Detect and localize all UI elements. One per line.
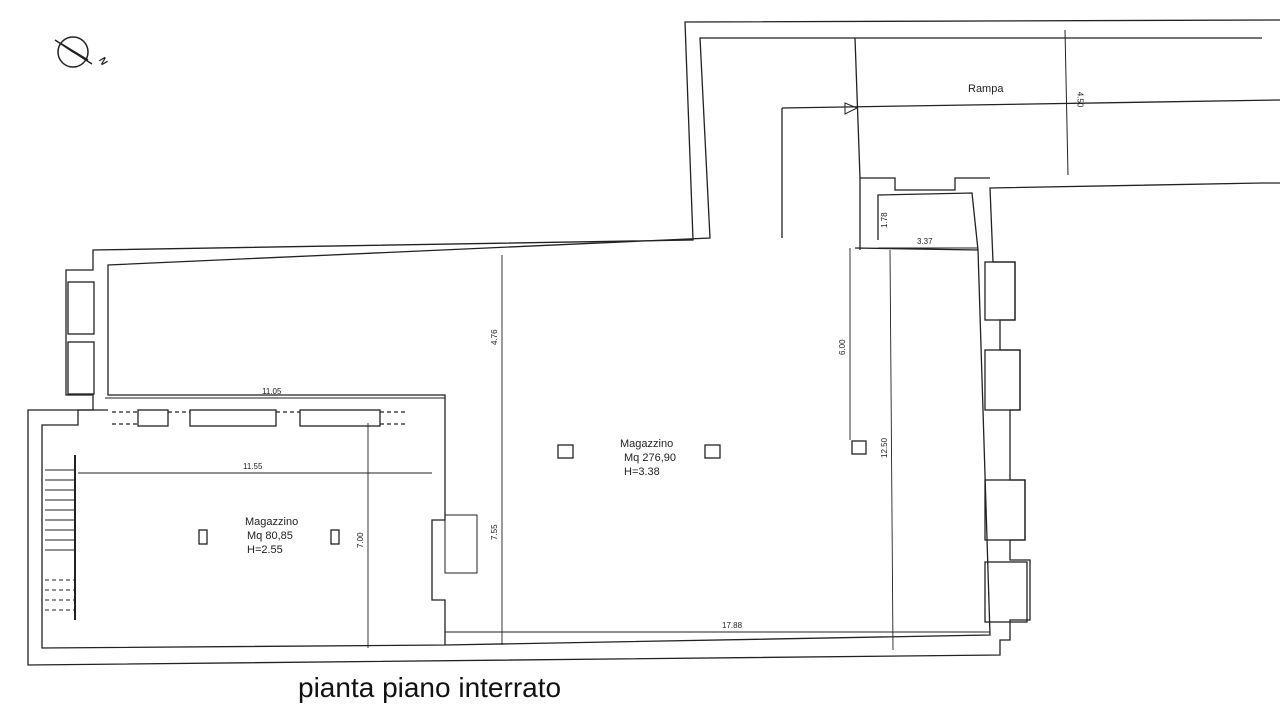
rampa-line: [781, 99, 1280, 109]
window: [984, 261, 1016, 321]
drawing-title: pianta piano interrato: [298, 672, 562, 703]
room-label-magazzino-small: Magazzino Mq 80,85 H=2.55: [245, 515, 298, 557]
dim-7-00: 7.00: [356, 532, 365, 548]
inner-wall: [41, 37, 1262, 649]
pillar: [330, 529, 340, 545]
window: [67, 281, 95, 335]
dim-12-50: 12.50: [880, 437, 889, 458]
dim-1-78: 1.78: [880, 212, 889, 228]
dim-4-50: 4.50: [1075, 91, 1085, 108]
dim-6-00: 6.00: [838, 339, 847, 355]
room-label-rampa: Rampa: [968, 83, 1004, 95]
dim-3-37: 3.37: [917, 237, 933, 246]
pillar: [198, 529, 208, 545]
north-arrow-icon: [54, 36, 93, 68]
room-area: Mq 80,85: [247, 530, 293, 542]
room-name: Magazzino: [245, 516, 299, 528]
inner-wall-right: [444, 247, 991, 646]
dim-17-88: 17.88: [722, 621, 743, 630]
arrow-icon: [844, 102, 859, 115]
dim-11-05: 11.05: [262, 387, 282, 396]
pillar: [704, 444, 721, 459]
dim-7-55: 7.55: [490, 524, 499, 540]
room-name: Magazzino: [620, 438, 674, 450]
window: [67, 341, 95, 395]
room-area: Mq 276,90: [624, 452, 676, 464]
pillar: [851, 440, 867, 455]
pillar: [557, 444, 574, 459]
dim-4-76: 4.76: [490, 329, 499, 345]
room-height: H=3.38: [624, 466, 660, 478]
dim-11-55: 11.55: [243, 462, 263, 471]
room-height: H=2.55: [247, 544, 283, 556]
outer-wall: [27, 19, 1280, 666]
room-label-magazzino-large: Magazzino Mq 276,90 H=3.38: [620, 437, 676, 479]
